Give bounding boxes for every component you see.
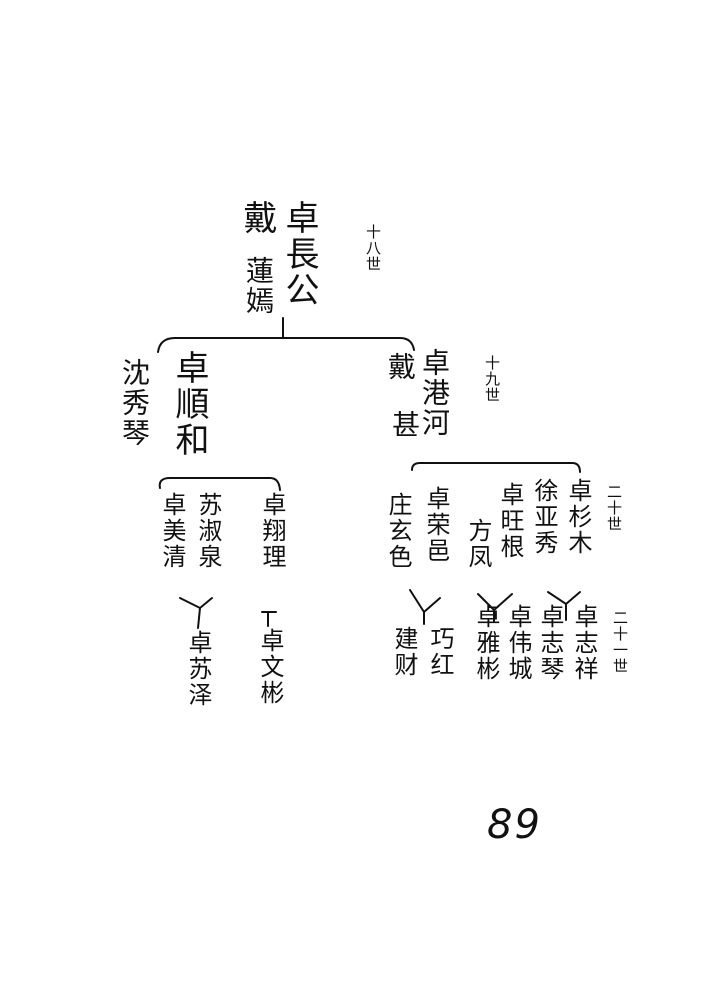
root-spouse-surname: 戴 — [237, 200, 277, 236]
root-name: 卓長公 — [279, 200, 319, 308]
left-child-1-name: 卓美清 — [158, 492, 186, 570]
left-grandchild-2-name: 卓文彬 — [256, 628, 284, 706]
generation-label-19: 十九世 — [483, 355, 501, 403]
right-grandchild-1-name: 建财 — [390, 626, 418, 678]
right-branch-spouse-given: 甚 — [388, 410, 421, 440]
left-child-2-name: 苏淑泉 — [194, 492, 222, 570]
root-spouse-given: 蓮嫣 — [242, 256, 275, 316]
left-branch-name: 卓順和 — [169, 350, 209, 458]
left-grandchild-1-name: 卓苏泽 — [184, 630, 212, 708]
right-child-1-spouse: 庄玄色 — [384, 492, 412, 570]
right-child-3-name: 卓杉木 — [564, 478, 592, 556]
right-grandchild-4-name: 卓伟城 — [504, 604, 532, 682]
right-branch-spouse-surname: 戴 — [384, 352, 417, 382]
right-branch-name: 卓港河 — [418, 348, 451, 438]
right-child-1-name: 卓荣邑 — [422, 486, 450, 564]
generation-label-21: 二十一世 — [611, 610, 629, 674]
right-grandchild-6-name: 卓志祥 — [570, 604, 598, 682]
generation-label-18: 十八世 — [364, 224, 382, 272]
right-child-2-name: 卓旺根 — [496, 482, 524, 560]
page-number: 89 — [487, 802, 542, 848]
right-grandchild-5-name: 卓志琴 — [536, 604, 564, 682]
right-child-2-spouse: 方凤 — [464, 518, 492, 570]
right-child-3-spouse: 徐亚秀 — [530, 478, 558, 556]
left-child-3-name: 卓翔理 — [258, 492, 286, 570]
generation-label-20: 二十世 — [605, 484, 623, 532]
right-grandchild-3-name: 卓雅彬 — [472, 604, 500, 682]
left-branch-spouse: 沈秀琴 — [118, 358, 151, 448]
right-grandchild-2-name: 巧红 — [426, 626, 454, 678]
